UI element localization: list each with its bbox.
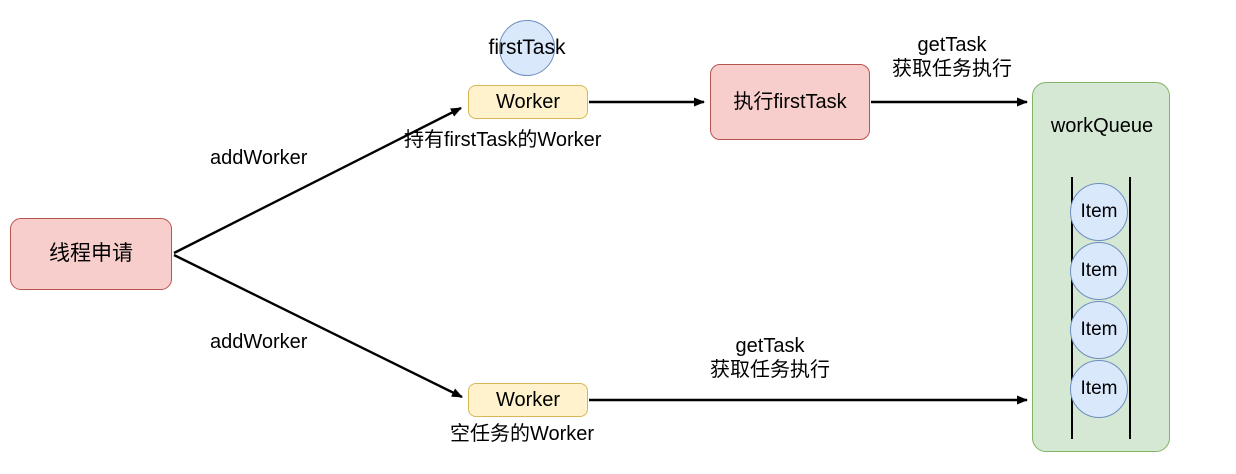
edge-label-add-worker-bottom: addWorker [210, 331, 308, 353]
queue-item[interactable]: Item [1070, 301, 1128, 359]
queue-item[interactable]: Item [1070, 360, 1128, 418]
edge-label-get-task-bottom: getTask 获取任务执行 [710, 334, 830, 383]
node-thread-request[interactable]: 线程申请 [10, 218, 172, 290]
edge-label-get-task-top-line1: getTask [917, 34, 987, 56]
queue-rail-left [1071, 177, 1073, 439]
queue-rail-right [1129, 177, 1131, 439]
edge-label-holding-first-task-worker: 持有firstTask的Worker [404, 129, 602, 151]
node-worker-bottom[interactable]: Worker [468, 383, 588, 417]
node-work-queue[interactable]: workQueue Item Item Item Item [1032, 82, 1170, 452]
edge-label-get-task-top-line2: 获取任务执行 [892, 58, 1012, 81]
queue-item[interactable]: Item [1070, 242, 1128, 300]
edge-label-get-task-bottom-line1: getTask [735, 335, 805, 357]
node-first-task-label: firstTask [488, 36, 566, 59]
edge-thread-request-to-worker-bottom [173, 253, 463, 399]
node-first-task-circle[interactable] [499, 20, 555, 76]
edge-label-add-worker-top: addWorker [210, 147, 308, 169]
node-worker-top[interactable]: Worker [468, 85, 588, 119]
edge-label-empty-task-worker: 空任务的Worker [450, 423, 595, 445]
work-queue-title: workQueue [1050, 115, 1154, 137]
edge-label-get-task-bottom-line2: 获取任务执行 [710, 359, 830, 382]
node-exec-first-task[interactable]: 执行firstTask [710, 64, 870, 140]
edge-label-get-task-top: getTask 获取任务执行 [892, 33, 1012, 82]
queue-item[interactable]: Item [1070, 183, 1128, 241]
